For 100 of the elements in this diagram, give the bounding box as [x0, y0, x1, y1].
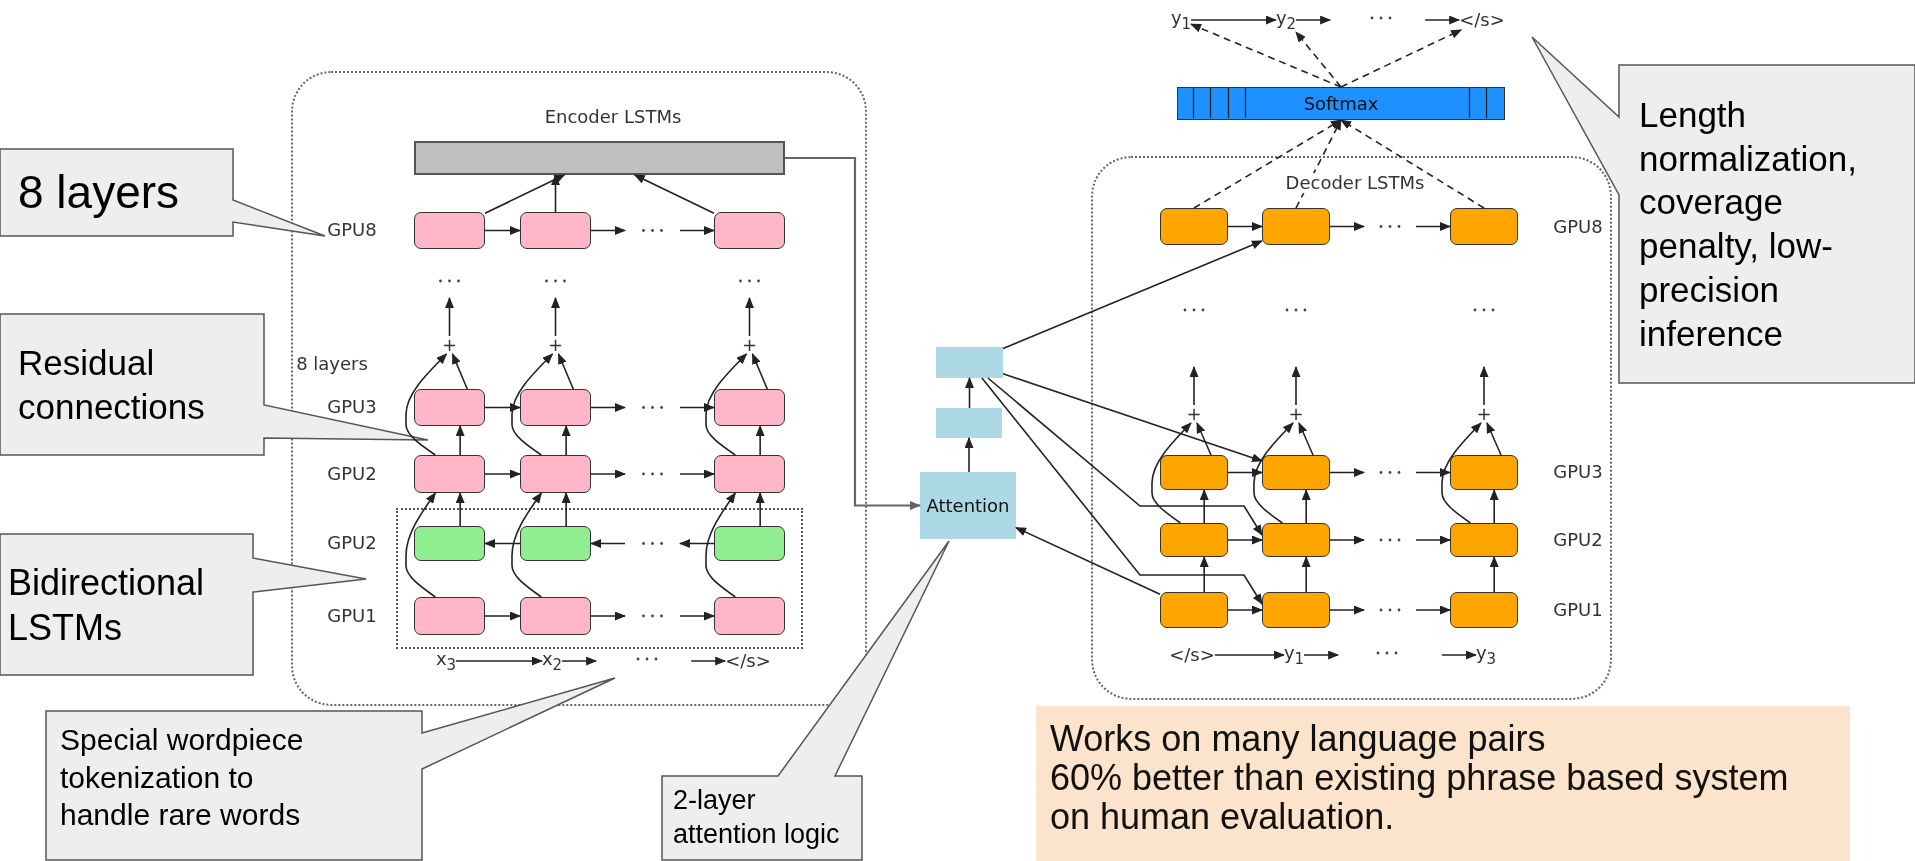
arrow [1199, 489, 1209, 524]
arrow [755, 492, 765, 527]
arrow [1329, 222, 1365, 231]
arrow [455, 656, 543, 666]
arrow [1415, 222, 1451, 231]
softmax-layer [1177, 87, 1505, 120]
arrow [1227, 222, 1263, 231]
arrow [1301, 556, 1311, 593]
arrow [633, 174, 715, 215]
arrow [484, 226, 521, 235]
arrow [679, 611, 715, 621]
row-label: GPU2 [327, 533, 377, 553]
lstm-cell [520, 455, 591, 493]
row-label: GPU8 [327, 220, 377, 240]
callout-box [0, 148, 326, 237]
callout-text: Special wordpiece tokenization to handle rare words [60, 722, 305, 833]
plus-sign: + [741, 336, 758, 354]
attention-box [920, 472, 1016, 539]
arrow [679, 226, 715, 235]
panel-title: Decoder LSTMs [1285, 173, 1425, 193]
callout-box [1531, 36, 1915, 384]
arrow [1196, 422, 1212, 456]
lstm-cell [520, 526, 591, 561]
arrow [405, 353, 448, 456]
arrow [557, 353, 575, 390]
lstm-cell [1160, 455, 1228, 490]
token-label: y$_{2}$ [1275, 7, 1297, 33]
arrow [1489, 556, 1499, 593]
token-label: y$_{3}$ [1475, 642, 1497, 668]
attention-layer-box [936, 408, 1002, 438]
arrow [1295, 15, 1332, 25]
plus-sign: + [1186, 405, 1202, 423]
arrow [981, 377, 1263, 605]
arrow [1151, 422, 1192, 524]
arrow [965, 377, 974, 409]
lstm-cell [1262, 455, 1330, 490]
arrow [1486, 422, 1502, 456]
lstm-cell [520, 212, 591, 249]
arrow [705, 353, 748, 456]
arrow [745, 297, 754, 337]
lstm-panel [291, 71, 867, 706]
arrow [511, 353, 554, 456]
callout-text: Bidirectional LSTMs [8, 560, 206, 650]
arrow [405, 492, 437, 598]
row-label: GPU8 [1553, 217, 1603, 237]
arrow [1479, 366, 1489, 406]
arrow [484, 174, 566, 215]
arrow [1295, 119, 1342, 209]
box-label: Attention [926, 495, 1010, 516]
arrow [1298, 422, 1314, 456]
arrow [455, 425, 465, 456]
note-text: Works on many language pairs [1050, 720, 1547, 759]
row-label: GPU3 [1553, 462, 1603, 482]
row-label: 8 layers [296, 354, 368, 374]
token-label: x$_{3}$ [435, 648, 457, 674]
note-box [1036, 706, 1850, 861]
plus-sign: + [547, 336, 564, 354]
row-label: GPU2 [327, 464, 377, 484]
box-label: Softmax [1303, 93, 1379, 114]
lstm-cell [1160, 208, 1228, 245]
arrow [1227, 605, 1263, 615]
token-label: </s> [725, 651, 771, 671]
arrow [1214, 650, 1285, 660]
token-label: </s> [1459, 10, 1505, 30]
token-label: x$_{2}$ [541, 648, 563, 674]
lstm-cell [520, 389, 591, 426]
arrow [1002, 240, 1263, 350]
arrow [561, 425, 571, 456]
arrow [1193, 119, 1342, 209]
lstm-cell [520, 597, 591, 635]
arrow [590, 403, 626, 412]
arrow [1015, 526, 1161, 596]
dotted-region [396, 508, 803, 649]
arrow [1441, 650, 1477, 660]
arrow [679, 539, 715, 548]
arrow [964, 437, 974, 473]
arrow [1329, 605, 1365, 615]
lstm-cell [1450, 208, 1518, 245]
arrow [705, 492, 737, 598]
token-label: y$_{1}$ [1170, 7, 1192, 33]
arrow [1340, 29, 1463, 88]
lstm-cell [1450, 455, 1518, 490]
state-bar [414, 141, 785, 175]
arrow [1415, 535, 1451, 545]
note-text: 60% better than existing phrase based system on human evaluation. [1050, 758, 1790, 837]
arrow [987, 377, 1263, 536]
lstm-cell [1160, 523, 1228, 557]
arrow [1189, 366, 1199, 406]
lstm-cell [714, 212, 785, 249]
token-label: y$_{1}$ [1283, 642, 1305, 668]
lstm-cell [714, 597, 785, 635]
arrow [484, 469, 521, 479]
arrow [1489, 489, 1499, 524]
arrow [551, 297, 560, 337]
arrow [445, 297, 454, 337]
arrow [1441, 422, 1482, 524]
arrow [1303, 650, 1340, 660]
callout-text: 2-layer attention logic [673, 784, 841, 851]
lstm-cell [1450, 592, 1518, 628]
lstm-cell [1262, 208, 1330, 245]
